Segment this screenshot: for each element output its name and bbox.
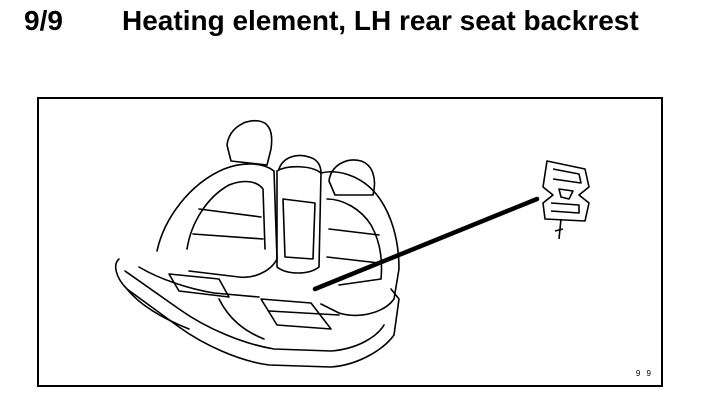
headrest-left (226, 120, 273, 166)
callout-pointer (312, 196, 540, 292)
figure-reference-code: 9 9 (635, 369, 653, 378)
section-number: 9/9 (24, 5, 63, 36)
illustration-frame: 9 9 (37, 97, 663, 387)
seat-cushion-front (124, 270, 385, 352)
page-title: Heating element, LH rear seat backrest (122, 5, 639, 36)
seat-cushion-outline (114, 258, 400, 368)
backrest-left (156, 163, 278, 279)
headrest-right (328, 159, 376, 196)
rear-seat-illustration (114, 120, 590, 368)
center-section (276, 165, 322, 274)
backrest-right (320, 171, 400, 317)
heating-element-icon (542, 160, 590, 240)
